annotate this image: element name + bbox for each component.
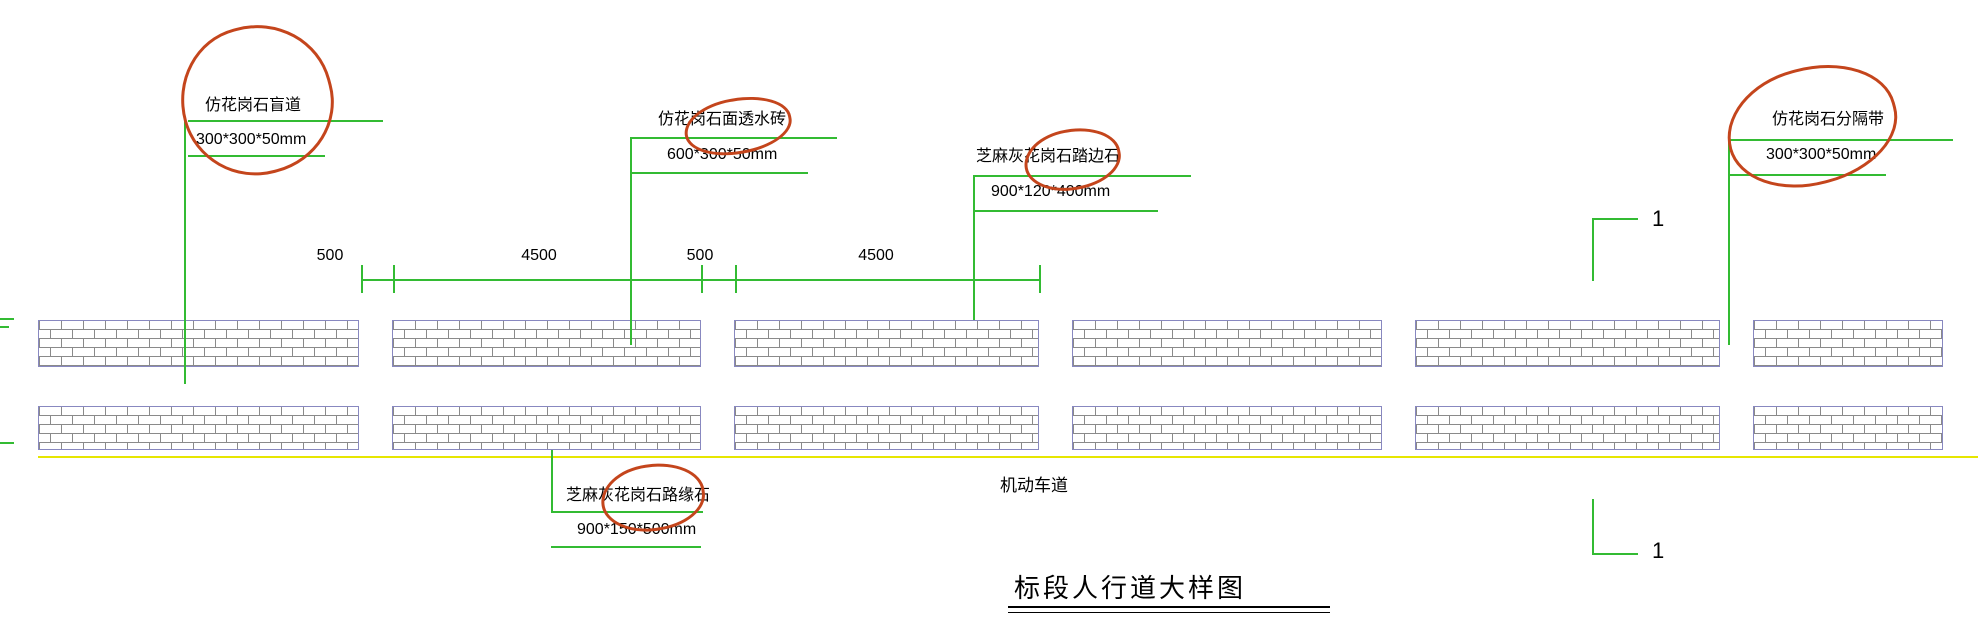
paving-panel — [1753, 320, 1943, 367]
paving-panel — [1415, 406, 1720, 450]
label-edge-stone-size: 900*120*400mm — [991, 183, 1111, 200]
leader-line — [551, 546, 701, 548]
leader-line — [973, 175, 975, 320]
label-edge-stone-name: 芝麻灰花岗石踏边石 — [976, 148, 1121, 165]
label-blind-path-name: 仿花岗石盲道 — [205, 97, 302, 114]
leader-line — [551, 511, 703, 513]
leader-line — [184, 120, 186, 384]
paving-panel — [1072, 320, 1382, 367]
section-marker-line — [1592, 499, 1594, 554]
paving-panel — [392, 406, 701, 450]
paving-panel — [1415, 320, 1720, 367]
leader-line — [973, 175, 1191, 177]
dimension-tick — [393, 265, 395, 293]
label-divider-size: 300*300*50mm — [1766, 146, 1877, 163]
leader-line — [1728, 139, 1730, 345]
title-underline — [1008, 612, 1330, 613]
paving-panel — [1753, 406, 1943, 450]
dimension-tick — [361, 265, 363, 293]
section-marker-lower: 1 — [1652, 538, 1665, 563]
paving-panel — [734, 406, 1039, 450]
paving-panel — [38, 320, 359, 367]
divider-gap — [359, 320, 392, 367]
divider-gap — [701, 320, 734, 367]
divider-gap — [1382, 320, 1415, 367]
leader-line — [1728, 174, 1886, 176]
label-blind-path-size: 300*300*50mm — [196, 131, 307, 148]
drawing-title: 标段人行道大样图 — [1014, 573, 1247, 603]
leader-line — [630, 137, 632, 345]
divider-gap — [1382, 406, 1415, 450]
divider-gap — [1720, 406, 1753, 450]
paving-panel — [734, 320, 1039, 367]
divider-gap — [701, 406, 734, 450]
section-marker-line — [1592, 218, 1594, 281]
label-divider-name: 仿花岗石分隔带 — [1772, 111, 1885, 128]
dimension-tick — [735, 265, 737, 293]
dimension-value: 500 — [316, 247, 344, 264]
divider-gap — [1039, 406, 1072, 450]
leader-line — [188, 120, 383, 122]
divider-gap — [1720, 320, 1753, 367]
leader-line — [630, 172, 808, 174]
dimension-value: 4500 — [521, 247, 557, 264]
label-permeable-brick-name: 仿花岗石面透水砖 — [658, 111, 787, 128]
divider-gap — [359, 406, 392, 450]
section-marker-line — [1592, 218, 1638, 220]
sidewalk-band-upper — [38, 320, 1943, 367]
dimension-value: 4500 — [858, 247, 894, 264]
highlight-ellipse-blind-path — [164, 7, 350, 193]
dimension-tick — [1039, 265, 1041, 293]
road-edge-line — [38, 456, 1978, 458]
label-curb-stone-name: 芝麻灰花岗石路缘石 — [566, 487, 711, 504]
leader-line — [1728, 139, 1953, 141]
leader-line — [973, 210, 1158, 212]
sidewalk-band-lower — [38, 406, 1943, 450]
section-marker-line — [1592, 553, 1638, 555]
paving-panel — [392, 320, 701, 367]
dimension-tick — [701, 265, 703, 293]
edge-tick-line — [0, 326, 9, 328]
label-curb-stone-size: 900*150*500mm — [577, 521, 697, 538]
paving-panel — [1072, 406, 1382, 450]
edge-tick-line — [0, 318, 14, 320]
dimension-line — [361, 279, 1039, 281]
divider-gap — [1039, 320, 1072, 367]
edge-tick-line — [0, 442, 14, 444]
leader-line — [630, 137, 837, 139]
label-permeable-brick-size: 600*300*50mm — [667, 146, 778, 163]
title-underline — [1008, 606, 1330, 608]
paving-panel — [38, 406, 359, 450]
section-marker-upper: 1 — [1652, 206, 1665, 231]
road-label: 机动车道 — [1000, 476, 1068, 495]
highlight-ellipse-divider — [1713, 46, 1911, 206]
dimension-value: 500 — [686, 247, 714, 264]
leader-line — [551, 450, 553, 511]
leader-line — [188, 155, 325, 157]
